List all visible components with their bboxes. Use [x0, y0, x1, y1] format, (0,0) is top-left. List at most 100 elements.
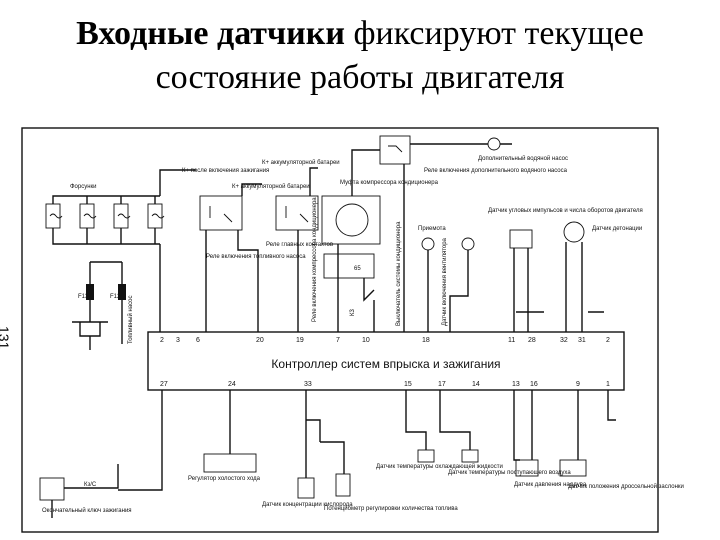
fuel-pump-label: Топливный насос	[127, 295, 134, 344]
air-temp-sensor	[461, 449, 479, 463]
temp-sensor-wires	[405, 390, 471, 450]
relay-main-wires	[297, 167, 318, 332]
title-line-2: состояние работы двигателя	[155, 59, 565, 96]
gauges-group: Приемота	[418, 226, 475, 332]
top-pin: 7	[336, 337, 340, 344]
throttle-sensor	[559, 459, 587, 477]
bottom-pin: 9	[576, 381, 580, 388]
top-pin: 32	[560, 337, 568, 344]
crank-sensor-label: Датчик угловых импульсов и числа оборото…	[488, 208, 643, 214]
connector-65-label: 65	[354, 266, 361, 272]
co-regulator-wire	[320, 441, 345, 474]
crank-sensor	[509, 229, 533, 249]
injectors-label: Форсунки	[70, 184, 97, 190]
idle-switch-label: Окончательный ключ зажигания	[42, 507, 132, 514]
co-sensor	[297, 477, 315, 499]
relay-fuel-group: К+ после включения зажигания К+ аккумуля…	[182, 168, 310, 332]
ignition-module-wires	[51, 464, 119, 518]
co-regulator-label: Потенциометр регулировки количества топл…	[324, 506, 458, 512]
co-regulator	[335, 473, 351, 497]
pump-relay-wires	[403, 143, 512, 332]
controller-box	[147, 331, 625, 391]
bottom-sensors-group: Кз/С Окончательный ключ зажигания Регуля…	[39, 390, 684, 518]
top-pin: 6	[196, 337, 200, 344]
extra-pump-motor	[487, 137, 501, 151]
fuses-group: F13 F12 Топливный насос	[72, 261, 134, 350]
relay-fuel-wires	[205, 183, 262, 332]
gauge-wires	[427, 250, 469, 332]
bottom-pin: 33	[304, 381, 312, 388]
relay-main-group: К+ аккумуляторной батареи Реле главных к…	[262, 159, 340, 332]
coolant-temp-sensor	[417, 449, 435, 463]
knock-sensor-wires	[565, 242, 604, 332]
abs-pressure-sensor	[515, 459, 539, 477]
injector	[79, 203, 95, 229]
relay-fuel-battery-label: К+ аккумуляторной батареи	[232, 183, 310, 190]
knock-sensor	[563, 221, 585, 243]
knock-sensor-label: Датчик детонации	[592, 226, 642, 232]
top-pin: 20	[256, 337, 264, 344]
bottom-pin: 13	[512, 381, 520, 388]
pump-relay-label: Реле включения дополнительного водяного …	[424, 168, 568, 174]
injectors-group: Форсунки	[45, 169, 196, 332]
ac-clutch-box	[321, 195, 381, 245]
ecu-short-label: Кз/С	[84, 482, 97, 488]
relay-fuel-contacts	[209, 206, 233, 223]
throttle-wires	[577, 390, 616, 460]
air-temp-label: Датчик температуры поступающего воздуха	[448, 470, 571, 476]
bottom-pin: 17	[438, 381, 446, 388]
bottom-pin: 14	[472, 381, 480, 388]
ac-group: Муфта компрессора кондиционера 65 Реле в…	[312, 149, 439, 332]
top-pin: 2	[606, 337, 610, 344]
ecu-ground-wire	[118, 390, 163, 491]
relay-fan-battery-label: К+ аккумуляторной батареи	[262, 159, 340, 166]
co-wires	[305, 390, 321, 478]
title-rest: фиксируют текущее	[344, 15, 644, 52]
top-pin: 31	[578, 337, 586, 344]
injector-power-wires	[52, 169, 196, 204]
ac-wires	[337, 149, 380, 332]
ac-clutch-label: Муфта компрессора кондиционера	[340, 180, 439, 186]
top-pin: 18	[422, 337, 430, 344]
relay-main-label: Реле главных контактов	[266, 242, 333, 248]
fuse-f13	[86, 284, 94, 300]
relay-main-contacts	[285, 206, 309, 223]
fuse-f12	[118, 284, 126, 300]
pressure-label: Приемота	[418, 226, 446, 232]
abs-pressure-label: Датчик давления наддува	[514, 482, 587, 488]
throttle-label: Датчик положения дроссельной заслонки	[568, 483, 684, 490]
bottom-pin: 16	[530, 381, 538, 388]
ac-switch-label: Выключатель системы кондиционера	[396, 221, 402, 326]
pressure-gauge	[421, 237, 435, 251]
title-bold: Входные датчики	[76, 15, 345, 52]
controller-label: Контроллер систем впрыска и зажигания	[271, 357, 500, 371]
idle-regulator	[203, 453, 257, 473]
bottom-pin: 24	[228, 381, 236, 388]
injector	[113, 203, 129, 229]
pump-relay-contacts	[388, 145, 403, 153]
bottom-pin: 15	[404, 381, 412, 388]
bottom-pin: 1	[606, 381, 610, 388]
extra-pump-label: Дополнительный водяной насос	[478, 155, 568, 162]
pump-relay-group: Дополнительный водяной насос Реле включе…	[379, 135, 568, 332]
relay-fuel-box	[199, 195, 243, 231]
top-pin: 19	[296, 337, 304, 344]
fuse-wires	[89, 261, 123, 344]
fuel-pump-symbol	[72, 321, 108, 350]
pump-relay-box	[379, 135, 411, 165]
ac-clutch-coil	[335, 203, 369, 237]
slide-title: Входные датчики фиксируют текущее состоя…	[0, 12, 720, 100]
diagram-frame	[21, 127, 659, 533]
top-pin: 3	[176, 337, 180, 344]
ignition-module	[39, 477, 65, 501]
relay-fuel-label: Реле включения топливного насоса	[206, 254, 306, 260]
injector	[45, 203, 61, 229]
top-pin: 28	[528, 337, 536, 344]
relay-main-box	[275, 195, 319, 231]
ac-relay-box	[323, 253, 375, 279]
injector	[147, 203, 163, 229]
temp-gauge	[461, 237, 475, 251]
top-pin: 2	[160, 337, 164, 344]
crank-sensor-wires	[513, 248, 544, 332]
